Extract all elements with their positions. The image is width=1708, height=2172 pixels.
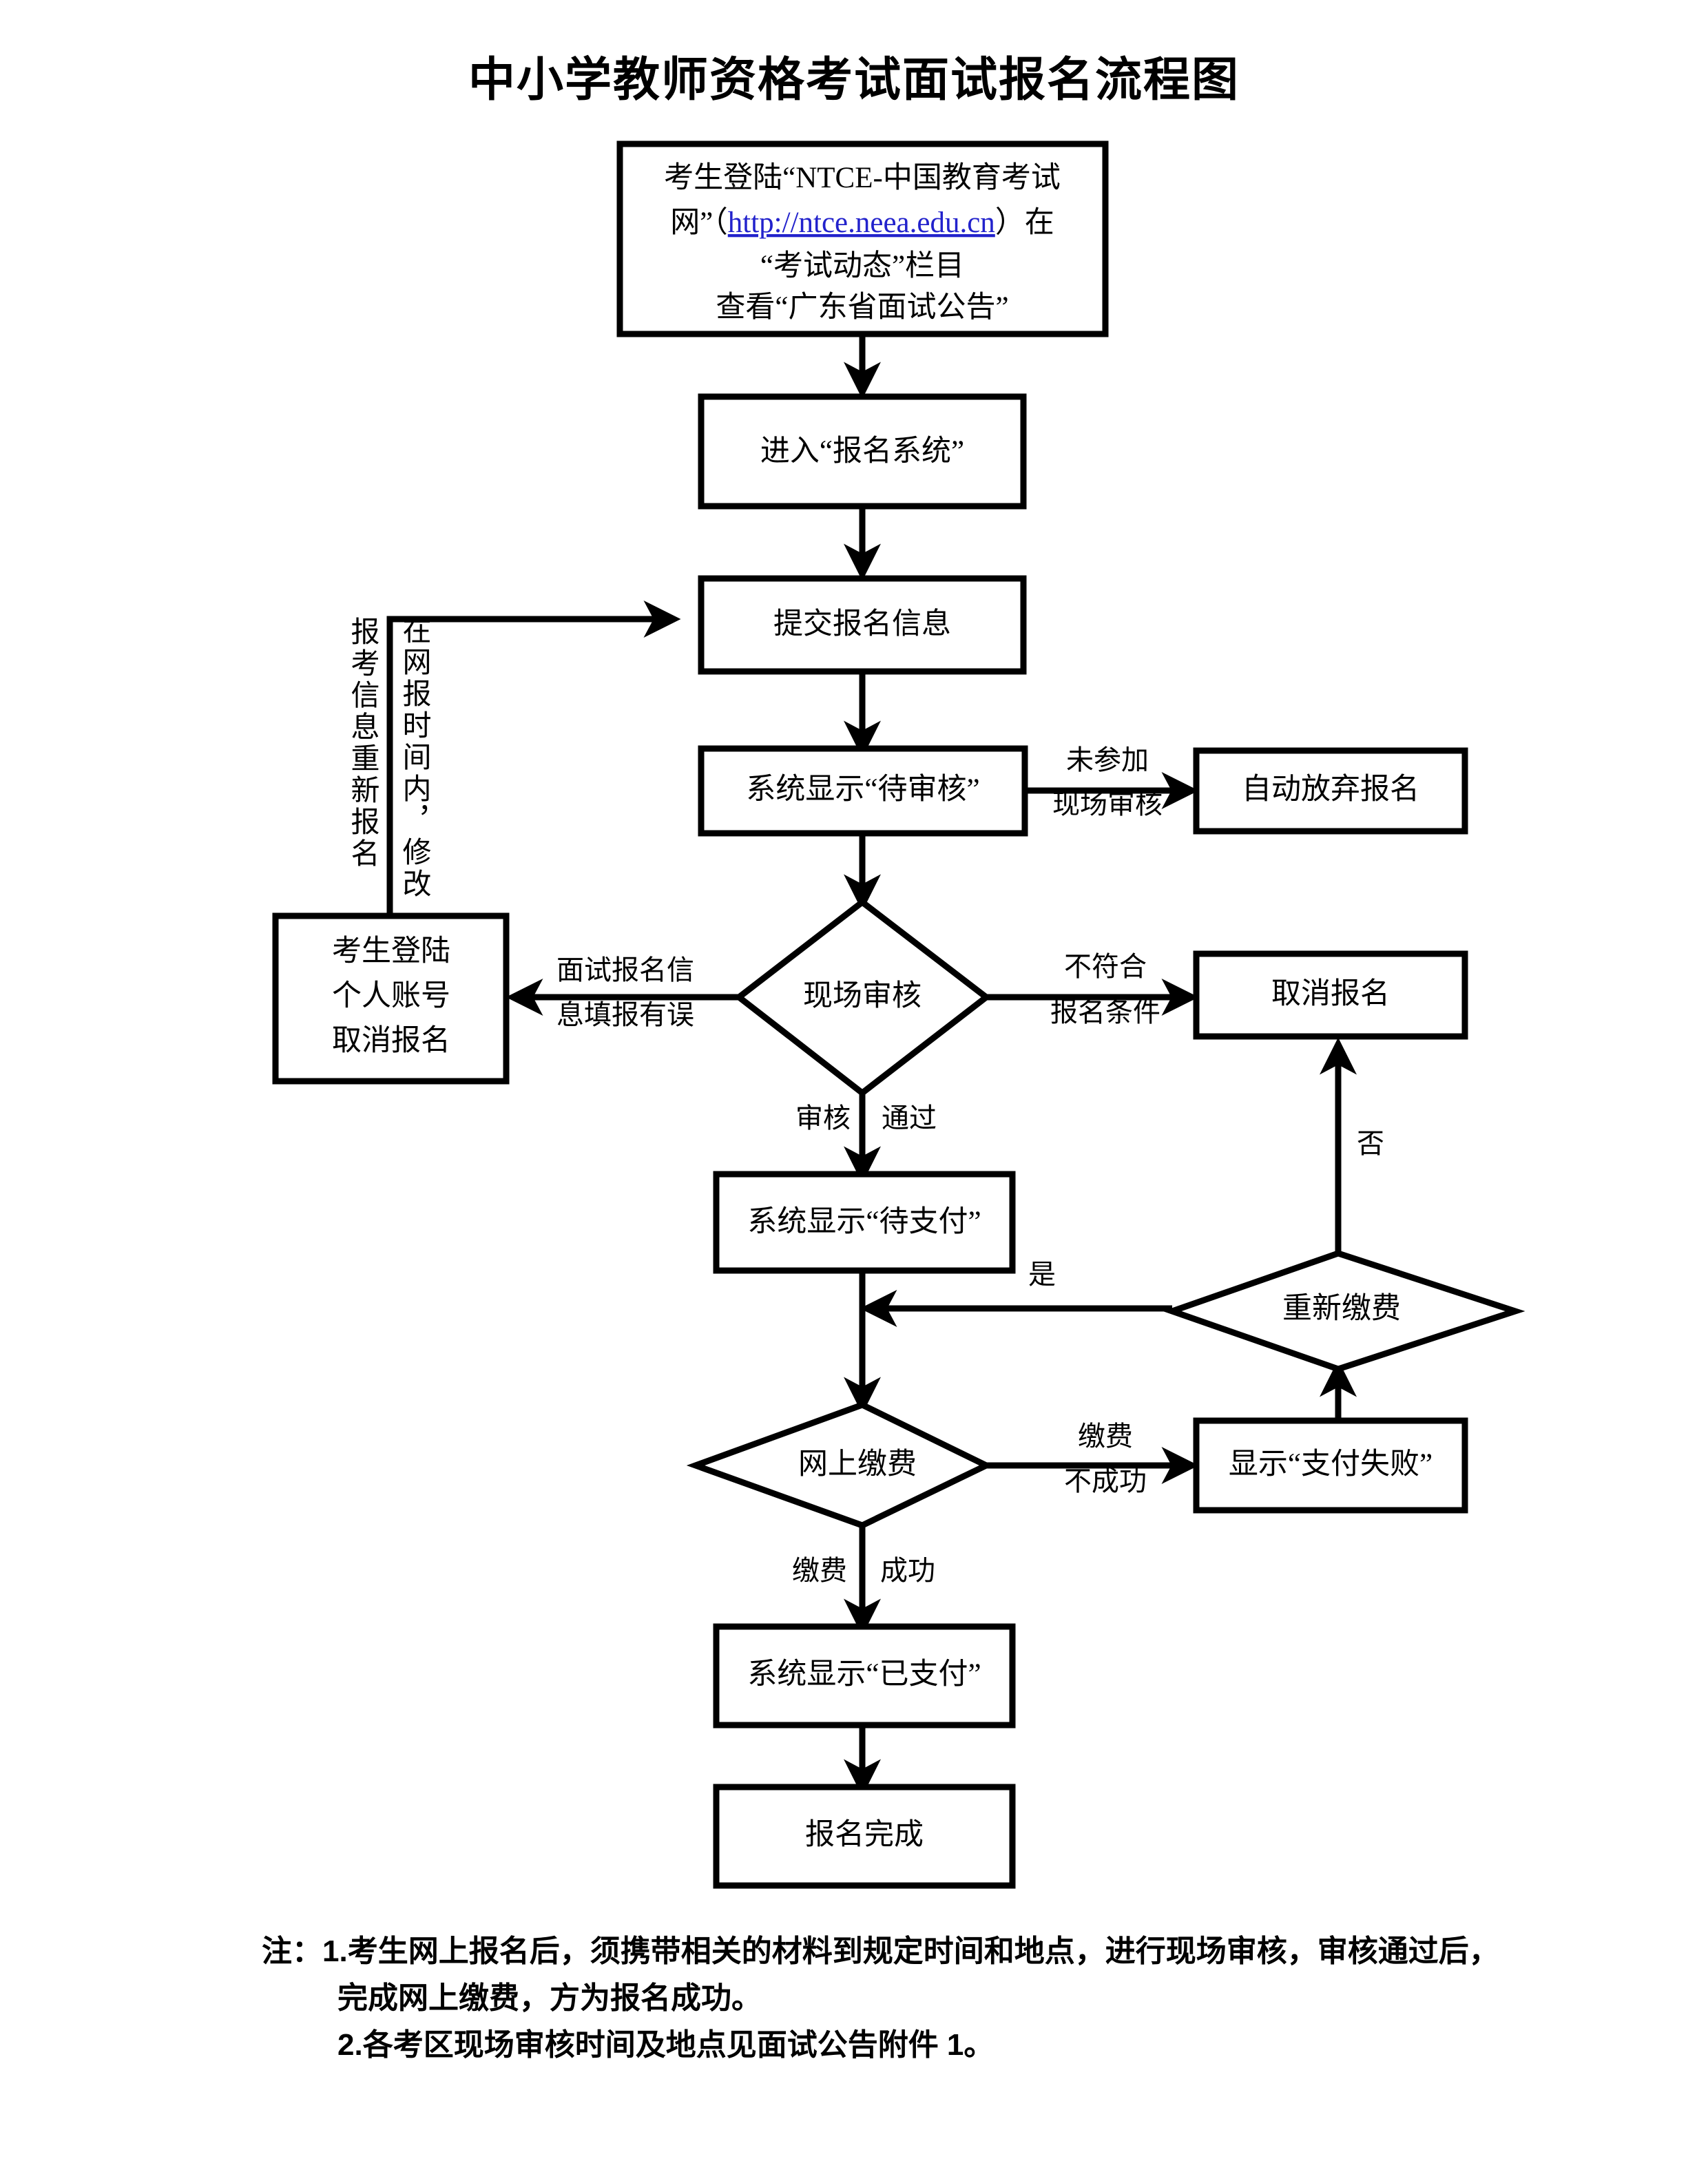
node-pending-pay-label: 系统显示“待支付” bbox=[747, 1206, 981, 1238]
edge-label-mismatch-line2: 报名条件 bbox=[1050, 996, 1160, 1027]
node-paid-label: 系统显示“已支付” bbox=[747, 1658, 981, 1691]
node-start-line4: 查看“广东省面试公告” bbox=[716, 291, 1008, 324]
edge-label-review-pass-left: 审核 bbox=[795, 1103, 851, 1134]
node-cancel-registration[interactable]: 取消报名 bbox=[1193, 950, 1468, 1040]
node-start-line2: 网”（http://ntce.neea.edu.cn）在 bbox=[670, 207, 1054, 239]
node-cancel-by-user-line2: 个人账号 bbox=[332, 980, 450, 1012]
note-item-2: 2.各考区现场审核时间及地点见面试公告附件 1。 bbox=[337, 2028, 994, 2063]
edge-cancel-by-user-back-to-submit-info bbox=[386, 601, 681, 916]
node-cancel-by-user-line3: 取消报名 bbox=[332, 1025, 450, 1057]
edge-label-not-attend-line2: 现场审核 bbox=[1052, 789, 1163, 819]
node-auto-abandon[interactable]: 自动放弃报名 bbox=[1193, 747, 1468, 835]
edge-label-repay-no: 否 bbox=[1357, 1128, 1384, 1159]
node-start-line3: “考试动态”栏目 bbox=[760, 250, 964, 282]
node-enter-system-label: 进入“报名系统” bbox=[760, 435, 964, 468]
node-auto-abandon-label: 自动放弃报名 bbox=[1242, 773, 1419, 806]
node-pending-review[interactable]: 系统显示“待审核” bbox=[698, 745, 1028, 837]
node-onsite-review-label: 现场审核 bbox=[803, 979, 921, 1012]
node-cancel-registration-label: 取消报名 bbox=[1271, 978, 1390, 1010]
ntce-website-link[interactable]: http://ntce.neea.edu.cn bbox=[728, 207, 995, 239]
edge-label-repay-yes: 是 bbox=[1028, 1259, 1056, 1290]
edge-label-not-attend-line1: 未参加 bbox=[1066, 744, 1149, 775]
node-repay[interactable]: 重新缴费 bbox=[1163, 1250, 1525, 1372]
node-cancel-by-user[interactable]: 考生登陆 个人账号 取消报名 bbox=[272, 912, 510, 1085]
edge-label-info-error-line1: 面试报名信 bbox=[556, 954, 694, 985]
edge-label-mismatch-line1: 不符合 bbox=[1064, 951, 1147, 982]
node-pay-failed[interactable]: 显示“支付失败” bbox=[1193, 1417, 1468, 1514]
node-start[interactable]: 考生登陆“NTCE-中国教育考试 网”（http://ntce.neea.edu… bbox=[616, 140, 1109, 337]
node-repay-label: 重新缴费 bbox=[1282, 1293, 1401, 1325]
node-cancel-by-user-line1: 考生登陆 bbox=[332, 935, 450, 968]
note-lead: 注： bbox=[262, 1934, 322, 1968]
node-submit-info[interactable]: 提交报名信息 bbox=[698, 575, 1027, 675]
node-start-line1: 考生登陆“NTCE-中国教育考试 bbox=[664, 162, 1061, 194]
node-pending-review-label: 系统显示“待审核” bbox=[746, 773, 979, 806]
node-online-pay[interactable]: 网上缴费 bbox=[686, 1401, 994, 1529]
page-title: 中小学教师资格考试面试报名流程图 bbox=[468, 54, 1240, 106]
node-pay-failed-label: 显示“支付失败” bbox=[1229, 1448, 1433, 1481]
node-enter-system[interactable]: 进入“报名系统” bbox=[698, 393, 1027, 510]
edge-label-pay-ok-left: 缴费 bbox=[792, 1555, 847, 1586]
edge-label-info-error-line2: 息填报有误 bbox=[556, 999, 694, 1030]
vertical-label-reapply: 报考信息重新报名 bbox=[346, 616, 378, 870]
node-done-label: 报名完成 bbox=[805, 1818, 924, 1851]
edge-label-pay-fail-line2: 不成功 bbox=[1064, 1465, 1147, 1496]
node-done[interactable]: 报名完成 bbox=[713, 1784, 1016, 1889]
node-start-line2-pre: 网”（ bbox=[670, 207, 728, 239]
edge-label-pay-fail-line1: 缴费 bbox=[1078, 1421, 1133, 1452]
node-onsite-review[interactable]: 现场审核 bbox=[733, 898, 992, 1097]
node-start-line2-post: ）在 bbox=[995, 207, 1054, 239]
node-pending-pay[interactable]: 系统显示“待支付” bbox=[713, 1171, 1016, 1274]
note-item-1-line-1: 注：1.考生网上报名后，须携带相关的材料到规定时间和地点，进行现场审核，审核通过… bbox=[262, 1928, 1570, 1975]
note-item-1-text: 1.考生网上报名后，须携带相关的材料到规定时间和地点，进行现场审核，审核通过后， bbox=[322, 1934, 1499, 1968]
edge-label-pay-ok-right: 成功 bbox=[880, 1555, 935, 1586]
vertical-label-modify-within-window: 在网报时间内，修改 bbox=[398, 615, 430, 900]
edge-label-review-pass-right: 通过 bbox=[882, 1103, 937, 1134]
node-submit-info-label: 提交报名信息 bbox=[773, 607, 951, 640]
footer-notes: 注：1.考生网上报名后，须携带相关的材料到规定时间和地点，进行现场审核，审核通过… bbox=[262, 1928, 1570, 2069]
node-online-pay-label: 网上缴费 bbox=[798, 1448, 917, 1481]
node-paid[interactable]: 系统显示“已支付” bbox=[713, 1623, 1016, 1729]
note-item-1-line-2: 完成网上缴费，方为报名成功。 bbox=[337, 1981, 762, 2016]
